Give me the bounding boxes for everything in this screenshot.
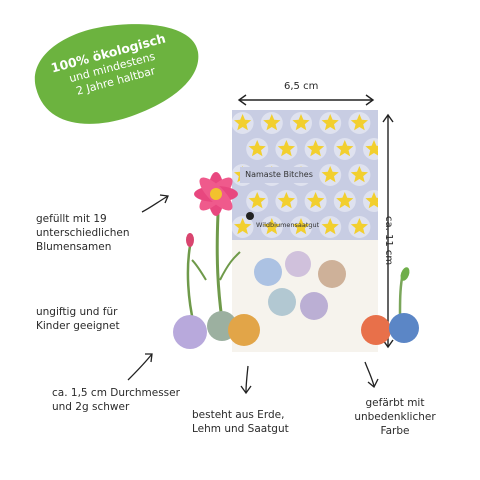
star-icon [234, 218, 252, 235]
seed-ball [173, 315, 207, 349]
bag-seed-ball [285, 251, 311, 277]
star-icon [365, 192, 378, 209]
annotation-material-line: Lehm und Saatgut [192, 423, 289, 435]
annotation-color: gefärbt mit unbedenklicher Farbe [330, 396, 460, 438]
annotation-color-arrow [364, 361, 379, 389]
star-icon [350, 166, 368, 183]
packet-logo-icon [246, 212, 254, 220]
star-icon [307, 192, 325, 209]
eco-badge [34, 24, 199, 124]
annotation-safe-line: Kinder geeignet [36, 320, 120, 332]
star-pattern [232, 112, 378, 238]
annotation-safe: ungiftig und für Kinder geeignet [36, 305, 186, 333]
dimension-width-label: 6,5 cm [284, 81, 319, 92]
eco-badge-shape [34, 24, 199, 124]
annotation-seeds: gefüllt mit 19 unterschiedlichen Blumens… [36, 212, 186, 254]
annotation-color-line: gefärbt mit [365, 397, 425, 409]
star-icon [321, 218, 339, 235]
packet-brand: Wildblumensaatgut [256, 221, 320, 229]
annotation-color-line: Farbe [380, 425, 410, 437]
star-icon [336, 140, 354, 157]
annotation-seeds-line: gefüllt mit 19 [36, 213, 107, 225]
star-icon [263, 114, 281, 131]
annotation-material: besteht aus Erde, Lehm und Saatgut [192, 408, 332, 436]
annotation-safe-line: ungiftig und für [36, 306, 118, 318]
star-icon [350, 218, 368, 235]
packet-title: Namaste Bitches [240, 167, 318, 183]
annotation-material-line: besteht aus Erde, [192, 409, 285, 421]
annotation-seeds-line: unterschiedlichen [36, 227, 130, 239]
sprout [398, 267, 410, 317]
seed-ball [389, 313, 419, 343]
annotation-size-line: ca. 1,5 cm Durchmesser [52, 387, 180, 399]
star-icon [365, 140, 378, 157]
bag-seed-ball [318, 260, 346, 288]
star-icon [248, 192, 266, 209]
star-icon [321, 114, 339, 131]
cosmos-flower [186, 172, 241, 326]
star-icon [234, 114, 252, 131]
star-icon [277, 192, 295, 209]
star-icon [350, 114, 368, 131]
star-icon [263, 218, 281, 235]
star-icon [292, 114, 310, 131]
bag-seed-balls [254, 251, 346, 320]
annotation-color-line: unbedenklicher [354, 411, 436, 423]
annotation-size-arrow [127, 353, 153, 381]
bag-seed-ball [268, 288, 296, 316]
star-icon [277, 140, 295, 157]
star-icon [307, 140, 325, 157]
annotation-material-arrow [240, 365, 252, 395]
bag-seed-ball [300, 292, 328, 320]
star-icon [292, 218, 310, 235]
star-icon [321, 166, 339, 183]
annotation-seeds-line: Blumensamen [36, 241, 112, 253]
annotation-size: ca. 1,5 cm Durchmesser und 2g schwer [52, 386, 202, 414]
star-icon [336, 192, 354, 209]
bag-seed-ball [254, 258, 282, 286]
seed-ball [361, 315, 391, 345]
dimension-height-label: ca. 11 cm [383, 216, 394, 266]
annotation-seeds-arrow [141, 194, 169, 213]
annotation-size-line: und 2g schwer [52, 401, 130, 413]
star-icon [248, 140, 266, 157]
seed-balls [173, 311, 419, 349]
dimension-width-arrow [237, 94, 375, 106]
dimension-height-arrow [382, 113, 394, 349]
seed-ball [228, 314, 260, 346]
